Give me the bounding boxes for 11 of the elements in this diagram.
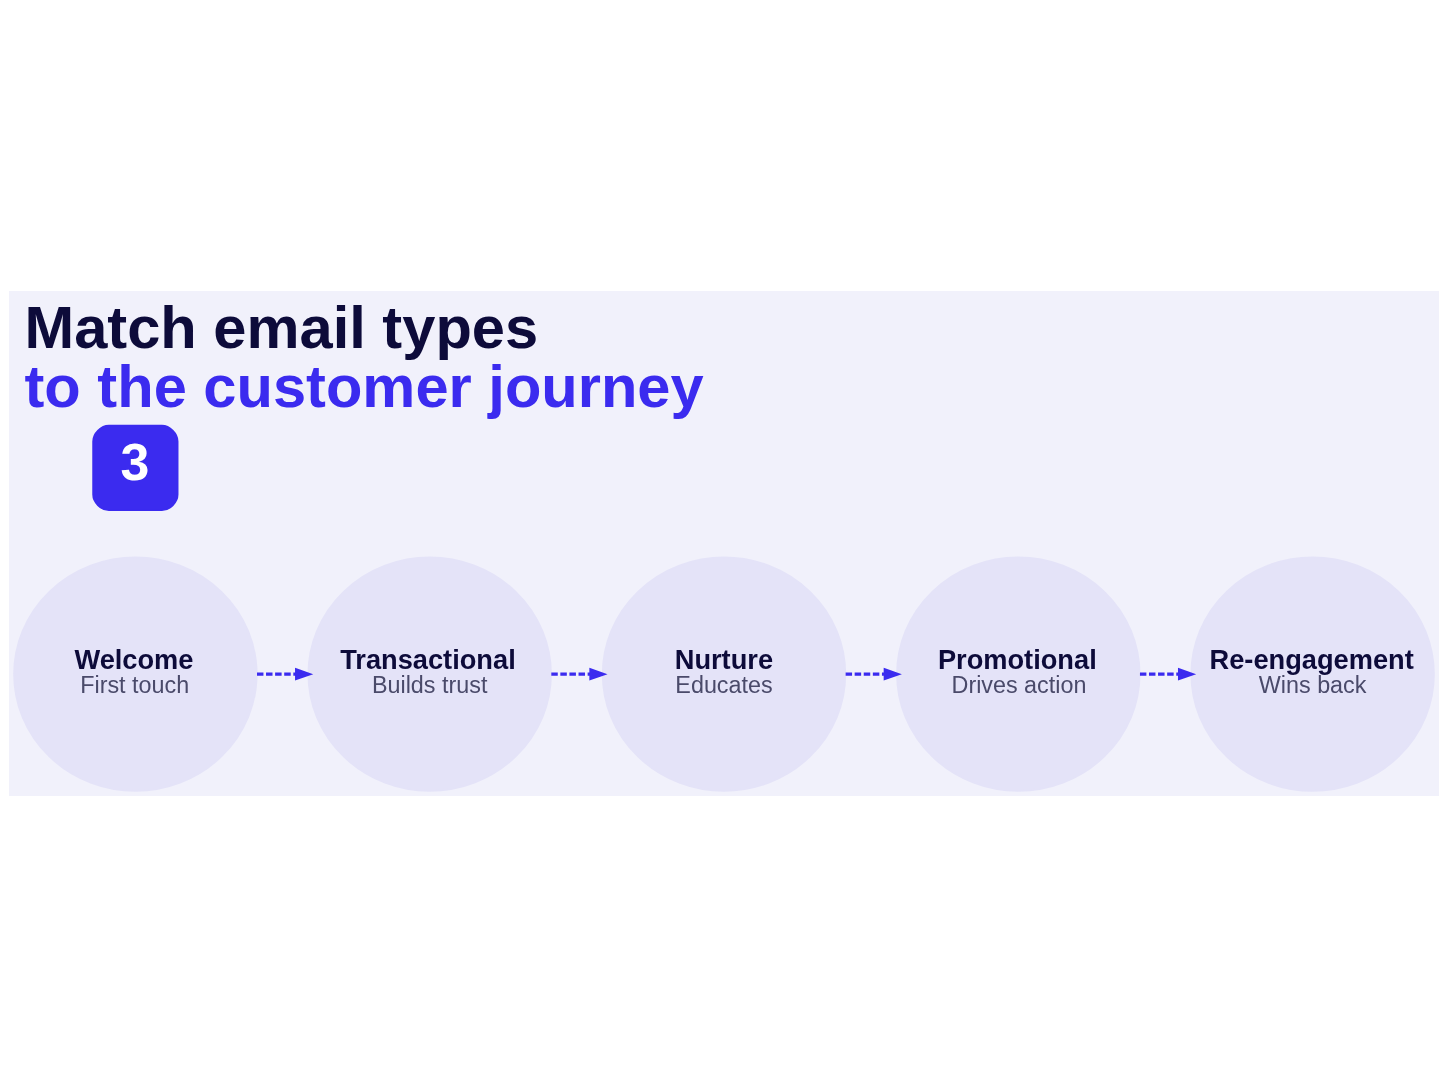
arrow	[551, 667, 608, 680]
node-circle: Transactional Builds trust	[307, 555, 552, 792]
node-circle: Re-engagement Wins back	[1190, 555, 1435, 792]
arrow	[1139, 667, 1197, 680]
arrow	[257, 667, 314, 680]
node-circle: Promotional Drives action	[896, 555, 1141, 792]
node-circle: Welcome First touch	[13, 555, 258, 792]
diagram-title: Match email types to the customer journey	[24, 293, 704, 420]
node-circle: Nurture Educates	[601, 555, 847, 792]
arrow	[845, 667, 902, 680]
node-box: 3	[92, 424, 179, 511]
